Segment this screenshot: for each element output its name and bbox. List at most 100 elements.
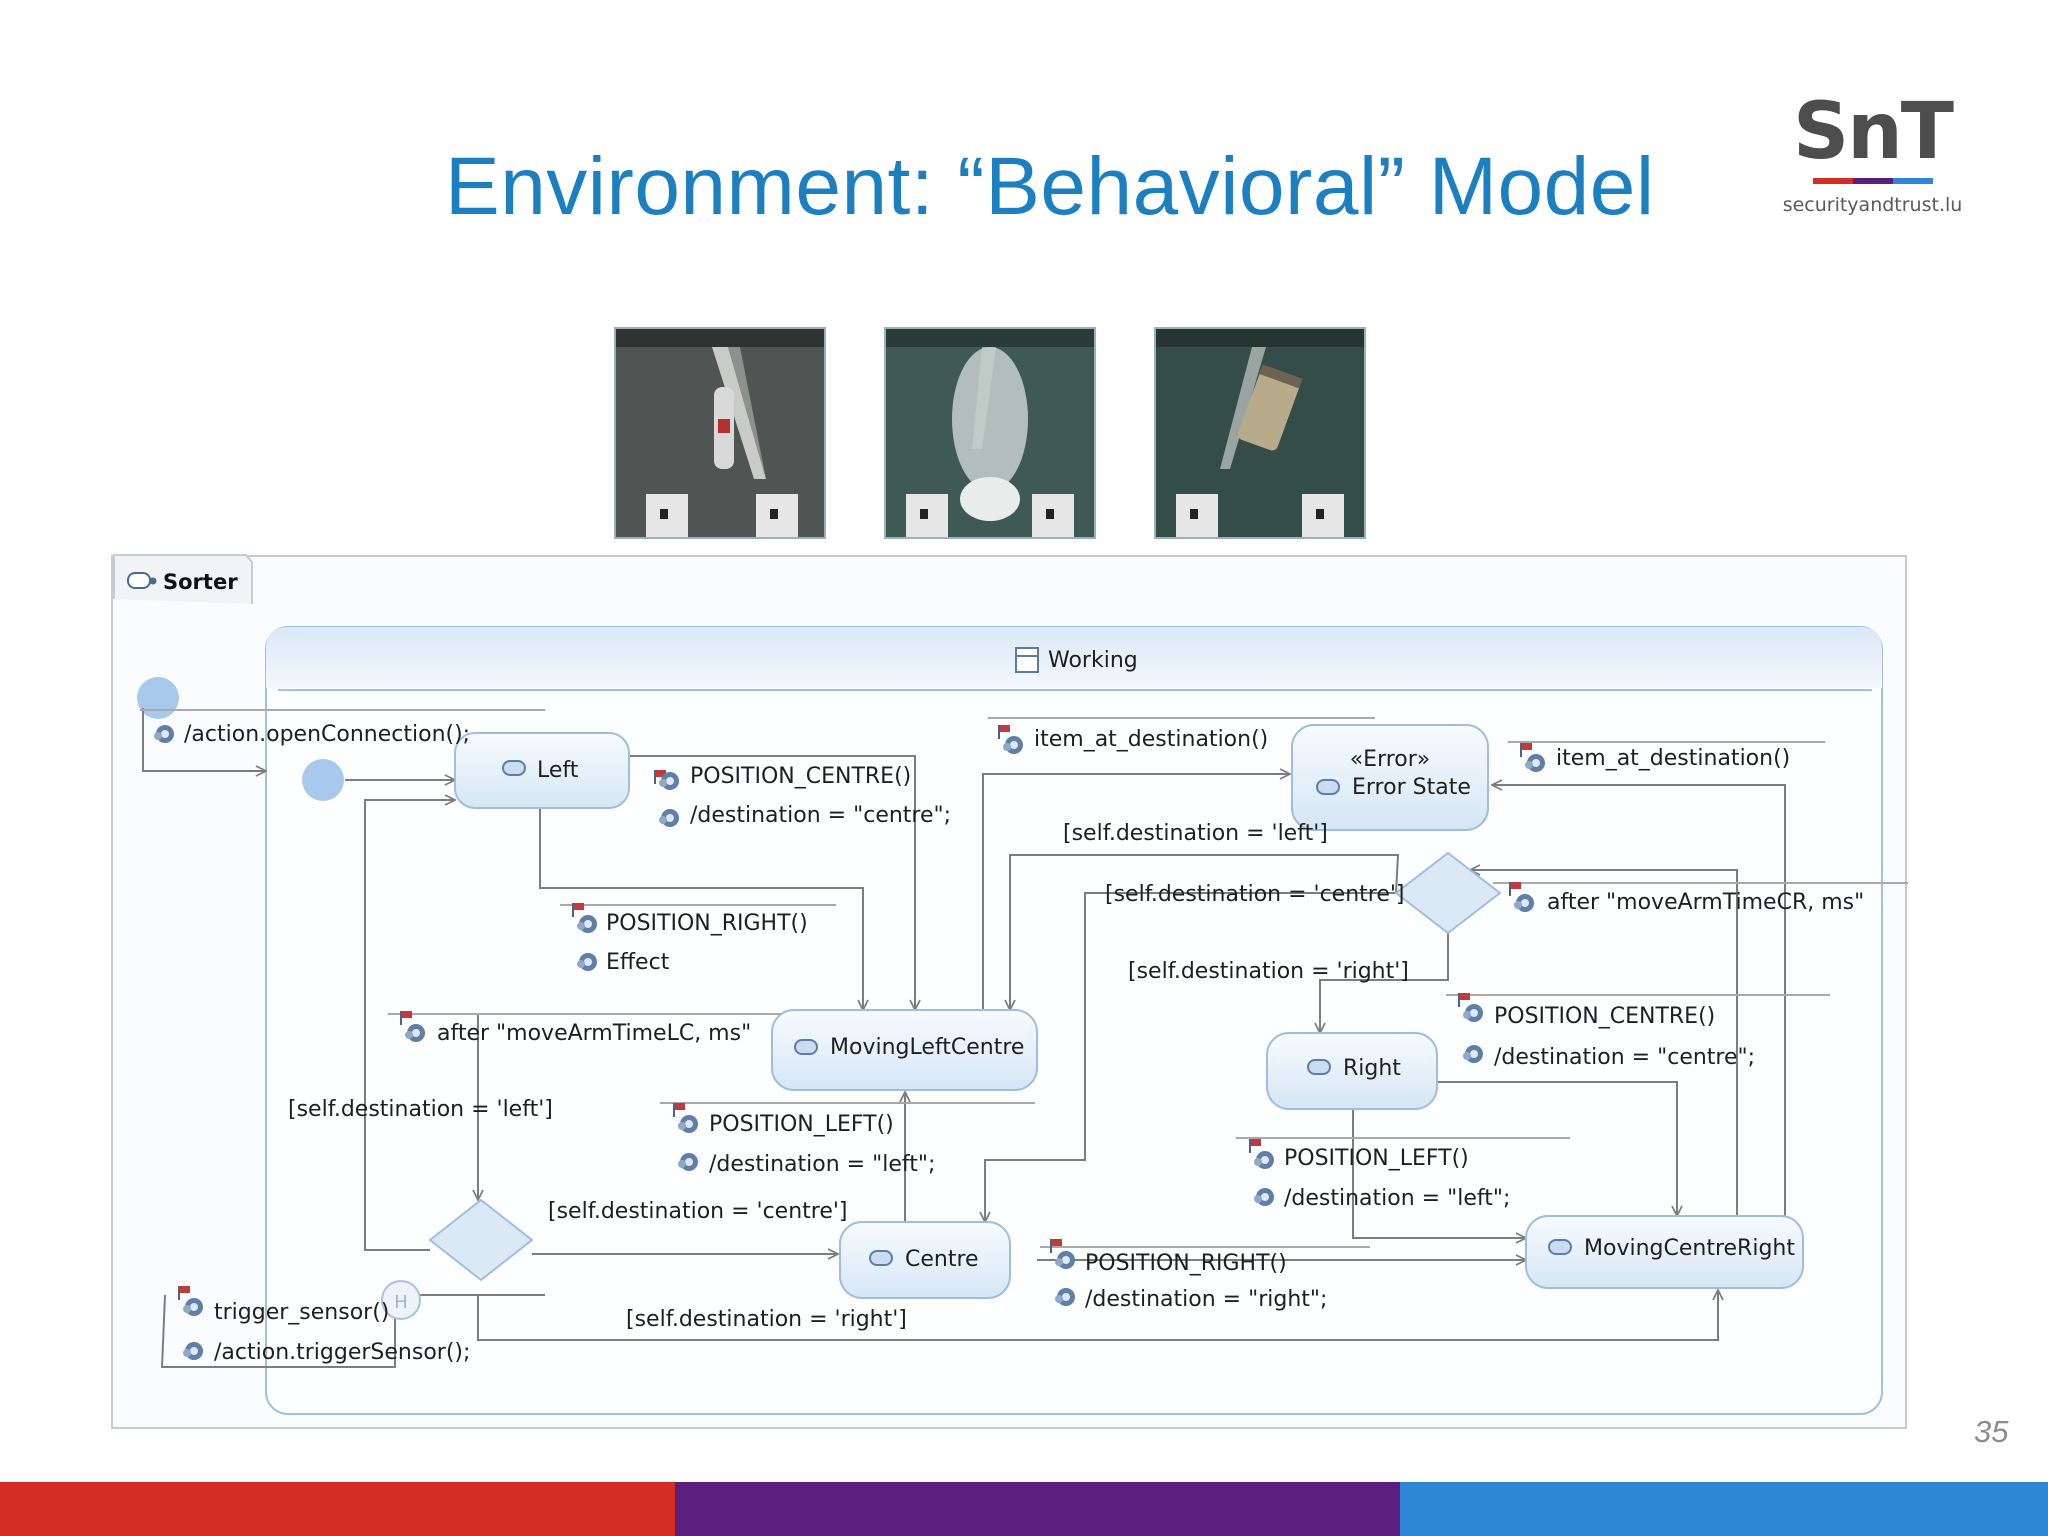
state-moving-centre-right-label: MovingCentreRight xyxy=(1584,1236,1795,1261)
label-item-at-dest-2: item_at_destination() xyxy=(1520,743,1790,772)
svg-text:POSITION_LEFT(): POSITION_LEFT() xyxy=(709,1112,894,1137)
footer-bar-blue xyxy=(1400,1482,2048,1536)
transition-guard-left-top[interactable] xyxy=(1010,854,1400,1010)
action-icon xyxy=(183,1342,203,1360)
svg-text:item_at_destination(): item_at_destination() xyxy=(1556,746,1790,771)
transition-to-error-state[interactable] xyxy=(982,774,1290,1010)
svg-text:/action.triggerSensor();: /action.triggerSensor(); xyxy=(214,1340,470,1365)
label-dest-centre-2: /destination = "centre"; xyxy=(1463,1045,1755,1070)
decision-node-top[interactable] xyxy=(1394,851,1502,935)
state-left-label: Left xyxy=(537,758,579,783)
decision-node-bottom[interactable] xyxy=(428,1198,534,1282)
label-position-right-1: POSITION_RIGHT() xyxy=(572,903,808,936)
sorter-photo-right xyxy=(1154,327,1366,539)
action-icon xyxy=(154,725,174,743)
inner-initial-state[interactable] xyxy=(302,759,344,801)
label-guard-centre-bottom: [self.destination = 'centre'] xyxy=(548,1199,848,1224)
label-dest-right: /destination = "right"; xyxy=(1055,1287,1327,1312)
svg-text:/destination = "left";: /destination = "left"; xyxy=(709,1152,935,1177)
state-moving-left-centre-label: MovingLeftCentre xyxy=(830,1035,1024,1060)
transition-left-to-movingleftcentre-centre[interactable] xyxy=(630,755,915,1010)
composite-state-icon xyxy=(1015,647,1039,673)
frame-label: Sorter xyxy=(163,570,238,594)
label-position-left-1: POSITION_LEFT() xyxy=(673,1103,894,1137)
label-position-right-2: POSITION_RIGHT() xyxy=(1050,1239,1287,1276)
state-moving-left-centre[interactable]: MovingLeftCentre xyxy=(771,1009,1038,1091)
transition-guard-right-bottom[interactable] xyxy=(477,1290,1718,1341)
label-guard-right-bottom: [self.destination = 'right'] xyxy=(626,1307,907,1332)
logo-mark: SnT xyxy=(1793,87,1954,177)
footer-bar-purple xyxy=(675,1482,1400,1536)
composite-state-label: Working xyxy=(1048,648,1138,673)
svg-text:POSITION_CENTRE(): POSITION_CENTRE() xyxy=(1494,1004,1715,1029)
snt-logo: SnT securityandtrust.lu xyxy=(1770,92,1975,242)
history-state[interactable]: H xyxy=(381,1280,421,1320)
state-icon xyxy=(502,760,526,776)
svg-text:/action.openConnection();: /action.openConnection(); xyxy=(184,722,470,747)
state-right-label: Right xyxy=(1343,1056,1401,1081)
state-right[interactable]: Right xyxy=(1266,1032,1438,1110)
history-label: H xyxy=(394,1292,408,1313)
label-after-lc: after "moveArmTimeLC, ms" xyxy=(400,1011,751,1046)
svg-text:/destination = "centre";: /destination = "centre"; xyxy=(1494,1045,1755,1070)
transition-item-at-destination-right[interactable] xyxy=(1492,785,1786,1216)
svg-text:POSITION_RIGHT(): POSITION_RIGHT() xyxy=(606,911,808,936)
state-error-label: Error State xyxy=(1352,775,1471,800)
label-guard-left-top: [self.destination = 'left'] xyxy=(1063,821,1328,846)
transition-position-centre-2[interactable] xyxy=(1437,1081,1677,1216)
label-item-at-dest-1: item_at_destination() xyxy=(998,725,1268,754)
transition-guard-left-bottom[interactable] xyxy=(364,800,455,1251)
label-trigger-sensor: trigger_sensor() xyxy=(178,1286,389,1325)
transition-left-to-movingleftcentre-right[interactable] xyxy=(539,808,863,1010)
svg-text:after "moveArmTimeCR, ms": after "moveArmTimeCR, ms" xyxy=(1547,890,1864,915)
svg-text:item_at_destination(): item_at_destination() xyxy=(1034,727,1268,752)
label-dest-left-1: /destination = "left"; xyxy=(678,1152,935,1177)
label-position-centre-2: POSITION_CENTRE() xyxy=(1458,993,1715,1029)
label-position-left-2: POSITION_LEFT() xyxy=(1249,1139,1469,1171)
transition-trigger-sensor[interactable] xyxy=(160,1294,545,1368)
state-error[interactable]: «Error» Error State xyxy=(1291,724,1489,831)
svg-text:POSITION_LEFT(): POSITION_LEFT() xyxy=(1284,1146,1469,1171)
trigger-gear-icon xyxy=(183,1298,203,1316)
label-action-trigger: /action.triggerSensor(); xyxy=(183,1340,470,1365)
sorter-tab[interactable]: Sorter xyxy=(113,554,253,604)
svg-text:/destination = "right";: /destination = "right"; xyxy=(1085,1287,1327,1312)
footer-color-bar xyxy=(0,1482,2048,1536)
sorter-photo-centre xyxy=(884,327,1096,539)
sorter-photo-left xyxy=(614,327,826,539)
state-icon xyxy=(869,1250,893,1266)
svg-text:POSITION_RIGHT(): POSITION_RIGHT() xyxy=(1085,1251,1287,1276)
svg-text:Effect: Effect xyxy=(606,950,670,975)
svg-text:POSITION_CENTRE(): POSITION_CENTRE() xyxy=(690,764,911,789)
trigger-flag-icon xyxy=(178,1286,190,1300)
label-guard-centre-top: [self.destination = 'centre'] xyxy=(1105,882,1405,907)
transition-guard-centre-top[interactable] xyxy=(985,892,1396,1222)
error-stereotype: «Error» xyxy=(1350,747,1431,772)
svg-text:after "moveArmTimeLC, ms": after "moveArmTimeLC, ms" xyxy=(437,1021,751,1046)
state-icon xyxy=(1307,1059,1331,1075)
transition-open-connection[interactable] xyxy=(142,708,266,771)
svg-text:/destination = "centre";: /destination = "centre"; xyxy=(690,803,951,828)
transition-guard-right-top[interactable] xyxy=(1320,933,1449,1033)
label-position-centre-1: POSITION_CENTRE() xyxy=(654,764,911,790)
svg-text:trigger_sensor(): trigger_sensor() xyxy=(214,1300,389,1325)
label-dest-left-2: /destination = "left"; xyxy=(1254,1186,1510,1211)
svg-text:/destination = "left";: /destination = "left"; xyxy=(1284,1186,1510,1211)
label-guard-left-bottom: [self.destination = 'left'] xyxy=(288,1097,553,1122)
state-icon xyxy=(1316,779,1340,795)
logo-color-bars xyxy=(1812,178,1933,184)
state-icon xyxy=(1548,1239,1572,1255)
logo-tagline: securityandtrust.lu xyxy=(1782,194,1963,216)
state-centre-label: Centre xyxy=(905,1247,979,1272)
state-left[interactable]: Left xyxy=(454,732,630,809)
state-moving-centre-right[interactable]: MovingCentreRight xyxy=(1525,1215,1804,1289)
label-open-connection: /action.openConnection(); xyxy=(154,722,470,747)
transition-after-moveArmTimeCR[interactable] xyxy=(1470,870,1738,1216)
slide-title: Environment: “Behavioral” Model xyxy=(445,141,1655,232)
transition-position-left-2[interactable] xyxy=(1352,1108,1526,1238)
outer-initial-state[interactable] xyxy=(137,677,179,719)
state-centre[interactable]: Centre xyxy=(839,1221,1011,1299)
footer-bar-red xyxy=(0,1482,675,1536)
label-guard-right-top: [self.destination = 'right'] xyxy=(1128,959,1409,984)
